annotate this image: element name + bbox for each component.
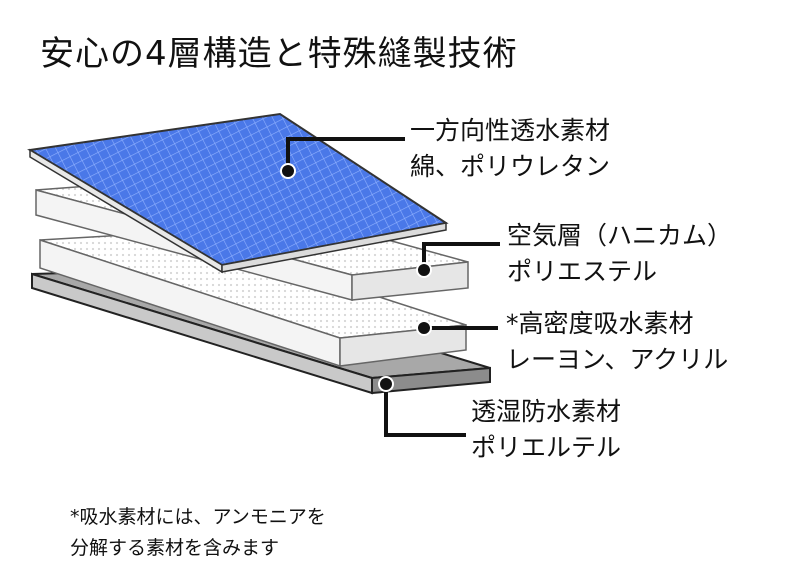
label-layer-2: 空気層（ハニカム） ポリエステル — [507, 218, 732, 290]
label-layer-4: 透湿防水素材 ポリエルテル — [471, 394, 621, 466]
leader-dots — [280, 163, 432, 392]
layer-3-material: レーヨン、アクリル — [506, 345, 729, 374]
footnote-line-2: 分解する素材を含みます — [70, 537, 280, 559]
layer-1-name: 一方向性透水素材 — [410, 116, 611, 145]
layer-4-name: 透湿防水素材 — [471, 397, 622, 426]
layer-1-material: 綿、ポリウレタン — [410, 152, 611, 181]
layer-absorbent — [39, 231, 467, 368]
layer-4-material: ポリエルテル — [471, 433, 622, 462]
footnote-line-1: *吸水素材には、アンモニアを — [70, 506, 326, 528]
footnote: *吸水素材には、アンモニアを 分解する素材を含みます — [70, 502, 326, 564]
layer-permeable-top — [27, 112, 449, 274]
layer-2-name: 空気層（ハニカム） — [507, 221, 733, 250]
layer-3-name: *高密度吸水素材 — [506, 309, 694, 338]
leader-lines — [286, 137, 500, 437]
diagram-title: 安心の4層構造と特殊縫製技術 — [40, 34, 518, 74]
label-layer-1: 一方向性透水素材 綿、ポリウレタン — [410, 113, 610, 185]
label-layer-3: *高密度吸水素材 レーヨン、アクリル — [506, 306, 728, 378]
layer-2-material: ポリエステル — [507, 257, 658, 286]
